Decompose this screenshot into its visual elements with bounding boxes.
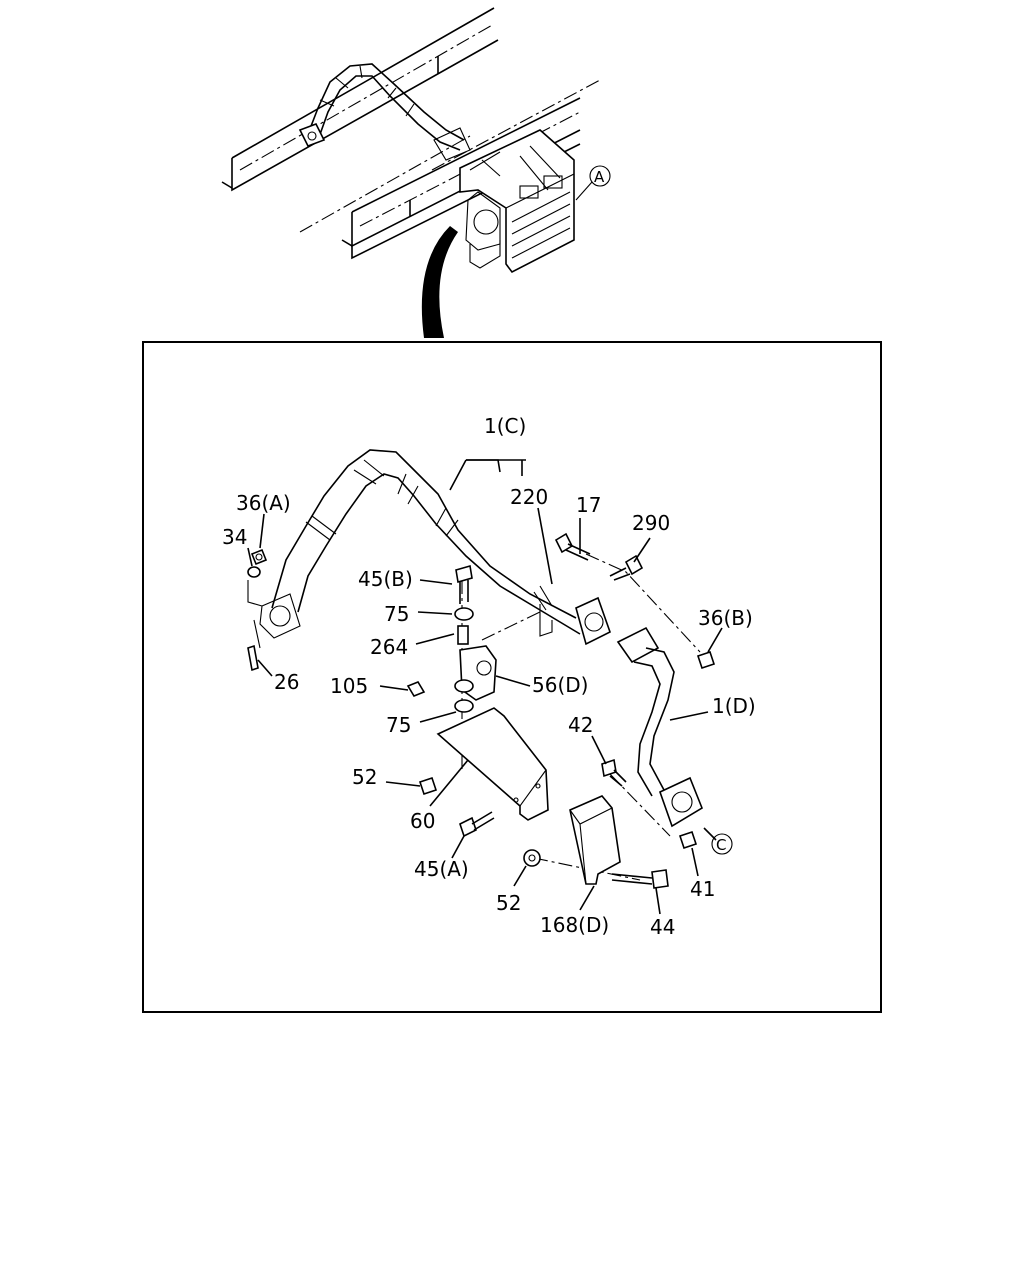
washer-75-upper	[454, 607, 474, 621]
pipe-1c	[259, 449, 611, 646]
detail-illustration: C 1(C) 220 17 290 36(A) 34 45(B) 75 264 …	[222, 414, 756, 939]
bolt-44	[611, 869, 669, 889]
label-220: 220	[510, 485, 548, 509]
bracket-56d	[454, 645, 497, 701]
nut-52-upper	[418, 776, 438, 796]
nut-41	[678, 830, 698, 850]
label-45b: 45(B)	[358, 567, 413, 591]
label-75-lower: 75	[386, 713, 411, 737]
callout-c-label: C	[716, 836, 726, 854]
fastener-17	[554, 532, 591, 561]
washer-34	[247, 566, 261, 578]
label-1d: 1(D)	[712, 694, 756, 718]
bracket-168d	[569, 795, 621, 885]
bolt-45a	[459, 811, 495, 838]
label-264: 264	[370, 635, 408, 659]
label-290: 290	[632, 511, 670, 535]
detail-frame	[142, 341, 882, 1013]
callout-a: A	[575, 165, 611, 201]
label-75-upper: 75	[384, 602, 409, 626]
part-labels: 1(C) 220 17 290 36(A) 34 45(B) 75 264 26…	[222, 414, 756, 939]
label-168d: 168(D)	[540, 913, 609, 937]
stud-26	[247, 644, 259, 672]
label-34: 34	[222, 525, 247, 549]
pipe-1d	[616, 626, 703, 828]
label-42: 42	[568, 713, 593, 737]
spacer-264	[457, 625, 469, 645]
callout-a-label: A	[594, 168, 605, 186]
label-36b: 36(B)	[698, 606, 753, 630]
label-52-lower: 52	[496, 891, 521, 915]
overview-exhaust-pipe	[298, 63, 465, 151]
washer-75-lower	[454, 699, 474, 713]
label-44: 44	[650, 915, 675, 939]
label-45a: 45(A)	[414, 857, 469, 881]
label-56d: 56(D)	[532, 673, 588, 697]
fastener-290	[609, 554, 644, 581]
label-105: 105	[330, 674, 368, 698]
nut-36a	[250, 548, 268, 566]
label-26: 26	[274, 670, 299, 694]
label-52-upper: 52	[352, 765, 377, 789]
callout-c: C	[711, 833, 733, 855]
label-1c: 1(C)	[484, 414, 526, 438]
nut-36b	[696, 650, 716, 670]
label-36a: 36(A)	[236, 491, 291, 515]
washer-52-lower	[523, 849, 541, 867]
label-41: 41	[690, 877, 715, 901]
nut-105	[406, 681, 426, 697]
overview-muffler	[433, 127, 575, 274]
leader-lines	[247, 459, 723, 915]
bolt-45b	[455, 564, 473, 604]
detail-leader-arrow	[421, 226, 458, 338]
label-17: 17	[576, 493, 601, 517]
overview-illustration: A	[221, 7, 611, 338]
label-60: 60	[410, 809, 435, 833]
bracket-60	[436, 707, 549, 821]
